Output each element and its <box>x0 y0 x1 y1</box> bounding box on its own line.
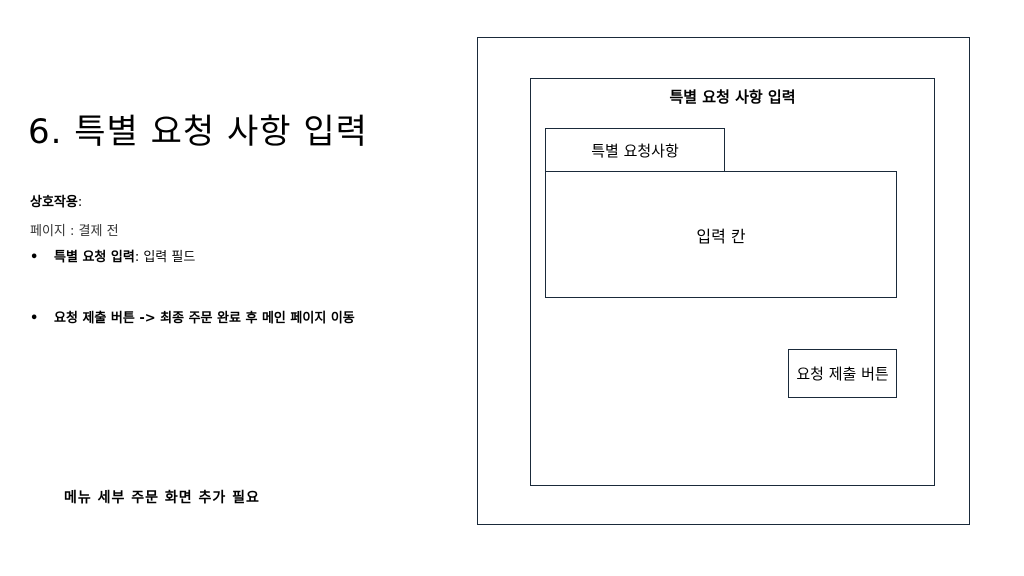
special-request-tab[interactable]: 특별 요청사항 <box>545 128 725 172</box>
interaction-heading-text: 상호작용 <box>30 195 78 210</box>
bullet-bold-text: 특별 요청 입력 <box>54 250 135 265</box>
screen-title: 특별 요청 사항 입력 <box>669 88 796 106</box>
bullet-text: 요청 제출 버튼 -> 최종 주문 완료 후 메인 페이지 이동 <box>54 311 355 326</box>
bullet-bold-text: 요청 제출 버튼 -> 최종 주문 완료 후 메인 페이지 이동 <box>54 311 355 326</box>
device-frame <box>477 37 970 525</box>
bullet-text: 특별 요청 입력: 입력 필드 <box>54 250 195 265</box>
bullet-special-request-input: • 특별 요청 입력: 입력 필드 <box>30 250 195 265</box>
footer-note: 메뉴 세부 주문 화면 추가 필요 <box>64 490 260 506</box>
slide-title: 6. 특별 요청 사항 입력 <box>28 112 368 152</box>
screen-frame <box>530 78 935 486</box>
submit-request-button[interactable]: 요청 제출 버튼 <box>788 349 897 398</box>
interaction-heading-colon: : <box>77 195 83 210</box>
bullet-rest-text: : 입력 필드 <box>134 250 196 265</box>
bullet-marker: • <box>30 311 39 326</box>
page-context-line: 페이지 : 결제 전 <box>30 224 119 239</box>
special-request-input[interactable]: 입력 칸 <box>545 171 897 298</box>
bullet-submit-button: • 요청 제출 버튼 -> 최종 주문 완료 후 메인 페이지 이동 <box>30 311 360 326</box>
bullet-marker: • <box>30 250 39 265</box>
interaction-heading: 상호작용: <box>30 191 82 210</box>
